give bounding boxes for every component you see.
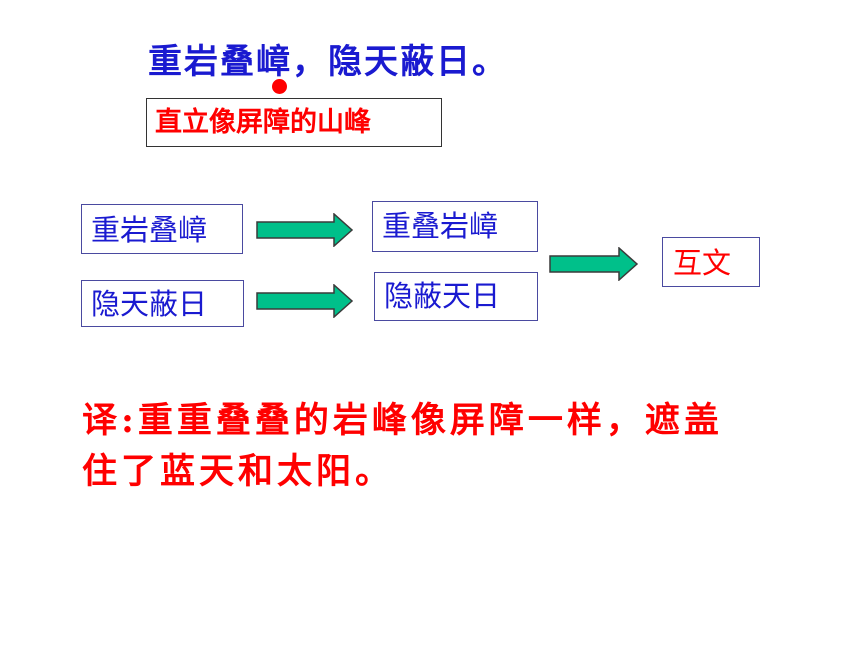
result-box-huwen: 互文 xyxy=(662,237,760,287)
arrow-right-icon xyxy=(256,284,354,318)
arrow-right-icon xyxy=(549,247,639,281)
arrow-right-icon xyxy=(256,213,354,247)
annotation-box: 直立像屏障的山峰 xyxy=(146,98,442,147)
rearranged-phrase-box-1: 重叠岩嶂 xyxy=(372,201,538,252)
original-phrase-box-2: 隐天蔽日 xyxy=(81,280,244,327)
translation-line-1: 译:重重叠叠的岩峰像屏障一样，遮盖 xyxy=(82,400,723,441)
original-phrase-box-1: 重岩叠嶂 xyxy=(81,204,243,254)
heading-sentence: 重岩叠嶂，隐天蔽日。 xyxy=(148,42,508,82)
translation-line-2: 住了蓝天和太阳。 xyxy=(82,451,395,492)
emphasis-dot-marker xyxy=(272,79,287,94)
rearranged-phrase-box-2: 隐蔽天日 xyxy=(374,272,538,321)
translation-text: 译:重重叠叠的岩峰像屏障一样，遮盖 住了蓝天和太阳。 xyxy=(82,395,812,497)
